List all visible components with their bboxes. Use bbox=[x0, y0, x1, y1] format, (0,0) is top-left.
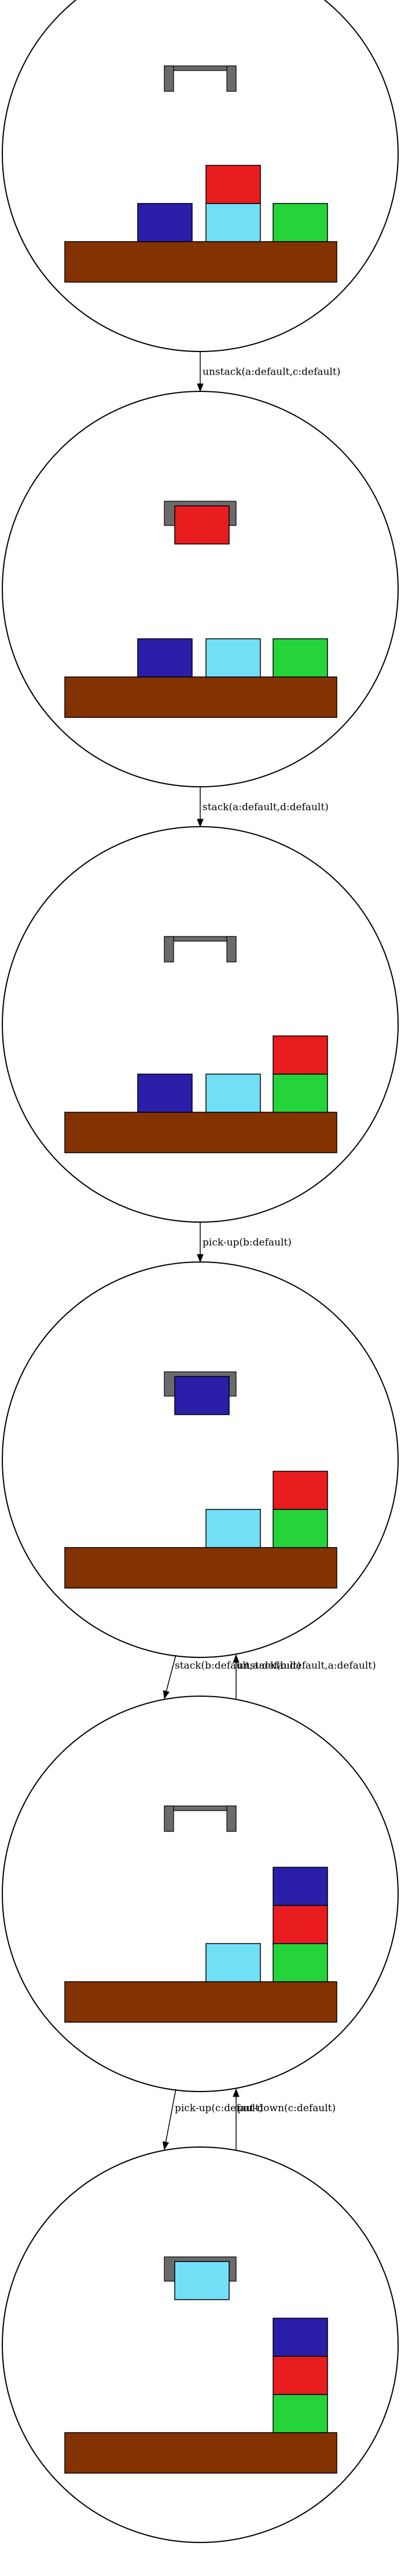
block-d bbox=[273, 638, 328, 678]
edge-line bbox=[165, 1655, 176, 1692]
edge-arrowhead bbox=[233, 1654, 240, 1663]
gripper bbox=[164, 65, 237, 92]
gripper-right-prong bbox=[226, 936, 237, 963]
state-circle bbox=[2, 2146, 399, 2543]
block-d bbox=[273, 203, 328, 242]
block-c bbox=[205, 638, 261, 678]
state-4 bbox=[2, 1696, 399, 2092]
edge-0-to-1: unstack(a:default,c:default) bbox=[197, 351, 340, 393]
gripper-right-prong bbox=[226, 1805, 237, 1832]
state-0 bbox=[2, 0, 399, 352]
state-1 bbox=[2, 391, 399, 787]
edge-3-to-4: stack(b:default,a:default) bbox=[163, 1655, 301, 1700]
edge-line bbox=[165, 2089, 176, 2143]
block-b bbox=[174, 1376, 230, 1415]
edge-arrowhead bbox=[197, 819, 204, 828]
gripper-right-prong bbox=[226, 65, 237, 92]
block-b bbox=[137, 1074, 193, 1113]
edge-1-to-2: stack(a:default,d:default) bbox=[197, 787, 329, 828]
table bbox=[64, 1112, 337, 1153]
edge-label: stack(b:default,a:default) bbox=[175, 1660, 301, 1672]
gripper-bar bbox=[164, 65, 237, 71]
gripper bbox=[164, 1805, 237, 1832]
edge-label: pick-up(b:default) bbox=[203, 1237, 292, 1249]
edge-4-to-3: unstack(b:default,a:default) bbox=[233, 1654, 376, 1699]
state-2 bbox=[2, 826, 399, 1223]
edge-label: stack(a:default,d:default) bbox=[203, 802, 329, 813]
edge-label: unstack(b:default,a:default) bbox=[237, 1660, 376, 1672]
block-c bbox=[174, 2261, 230, 2300]
block-a bbox=[205, 165, 261, 204]
block-d bbox=[273, 2394, 328, 2433]
edge-arrowhead bbox=[163, 1690, 170, 1700]
block-b bbox=[273, 2318, 328, 2357]
gripper-left-prong bbox=[164, 936, 174, 963]
block-b bbox=[137, 638, 193, 678]
block-b bbox=[273, 1867, 328, 1906]
state-circle bbox=[2, 826, 399, 1223]
gripper-bar bbox=[164, 936, 237, 942]
gripper-left-prong bbox=[164, 65, 174, 92]
block-d bbox=[273, 1074, 328, 1113]
block-c bbox=[205, 1074, 261, 1113]
table bbox=[64, 241, 337, 283]
state-circle bbox=[2, 0, 399, 352]
block-c bbox=[205, 203, 261, 242]
edge-label: put-down(c:default) bbox=[237, 2103, 336, 2114]
block-a bbox=[273, 1905, 328, 1944]
block-d bbox=[273, 1943, 328, 1982]
gripper-left-prong bbox=[164, 1805, 174, 1832]
state-5 bbox=[2, 2146, 399, 2543]
edge-label: unstack(a:default,c:default) bbox=[203, 367, 340, 378]
table bbox=[64, 1547, 337, 1589]
state-3 bbox=[2, 1261, 399, 1658]
edge-arrowhead bbox=[197, 383, 204, 393]
block-b bbox=[137, 203, 193, 242]
table bbox=[64, 2432, 337, 2474]
block-c bbox=[205, 1509, 261, 1548]
block-c bbox=[205, 1943, 261, 1982]
block-a bbox=[273, 2356, 328, 2395]
table bbox=[64, 676, 337, 718]
block-d bbox=[273, 1509, 328, 1548]
edge-5-to-4: put-down(c:default) bbox=[233, 2088, 336, 2150]
edge-label: pick-up(c:default) bbox=[175, 2103, 263, 2114]
block-a bbox=[273, 1471, 328, 1510]
gripper-bar bbox=[164, 1805, 237, 1811]
state-circle bbox=[2, 1696, 399, 2092]
edge-arrowhead bbox=[197, 1254, 204, 1263]
state-circle bbox=[2, 391, 399, 787]
gripper bbox=[164, 936, 237, 963]
block-a bbox=[174, 505, 230, 545]
edge-4-to-5: pick-up(c:default) bbox=[162, 2089, 263, 2151]
edge-2-to-3: pick-up(b:default) bbox=[197, 1222, 292, 1263]
edge-arrowhead bbox=[233, 2088, 240, 2097]
edge-arrowhead bbox=[162, 2141, 170, 2151]
table bbox=[64, 1981, 337, 2023]
state-circle bbox=[2, 1261, 399, 1658]
block-a bbox=[273, 1035, 328, 1075]
